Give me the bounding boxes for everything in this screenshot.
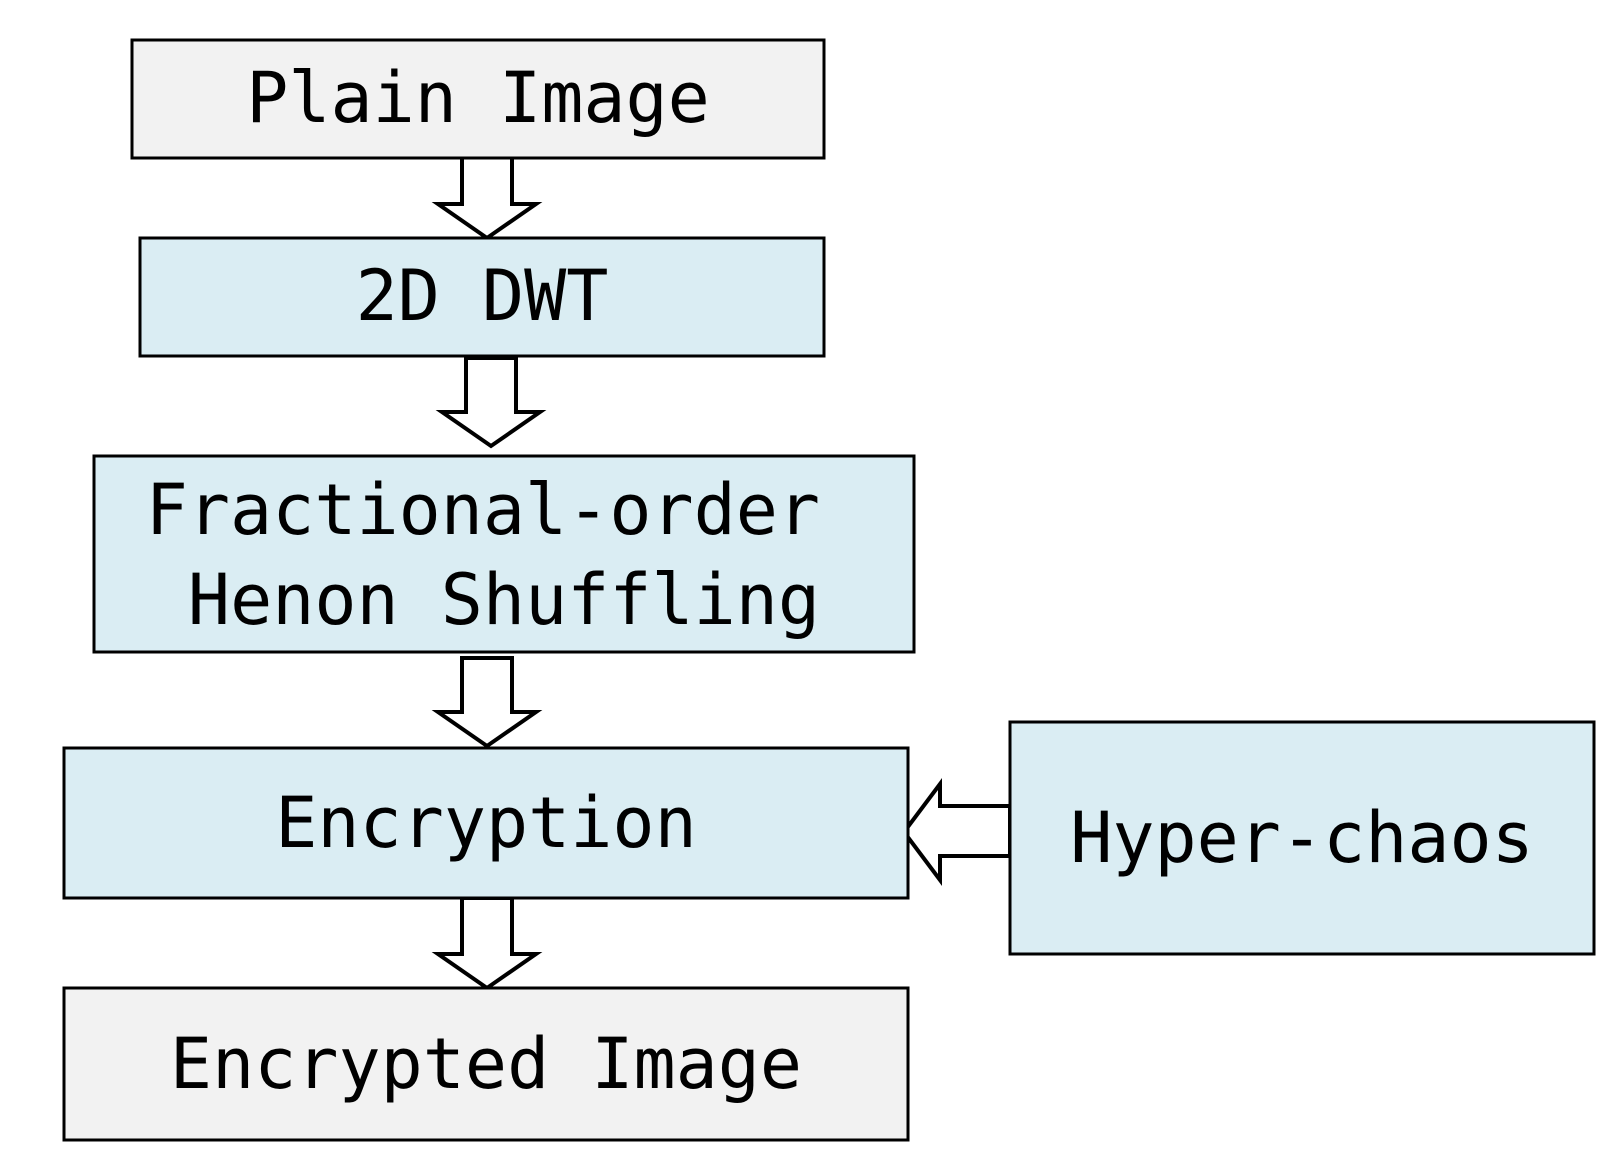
dwt-label: 2D DWT — [356, 255, 609, 337]
shuffling-rect — [92, 454, 916, 654]
plain-image-label: Plain Image — [246, 57, 710, 139]
hyper-chaos-box: Hyper-chaos — [1008, 720, 1596, 956]
encryption-box: Encryption — [62, 746, 910, 900]
hyper-chaos-label: Hyper-chaos — [1070, 797, 1534, 879]
arrow-encryption-to-encrypted — [431, 896, 543, 991]
dwt-label-line: 2D DWT — [356, 255, 609, 337]
plain-image-box: Plain Image — [130, 38, 826, 160]
plain-image-rect — [130, 38, 826, 160]
arrow-plain-to-dwt — [431, 149, 543, 241]
hyper-chaos-label-line: Hyper-chaos — [1070, 797, 1534, 879]
shuffling-box: Fractional-order Henon Shuffling — [92, 454, 916, 654]
arrow-dwt-to-shuffling — [435, 356, 547, 449]
encrypted-image-box: Encrypted Image — [62, 986, 910, 1142]
plain-image-label-line: Plain Image — [246, 57, 710, 139]
shuffling-label-line-2: Henon Shuffling — [188, 559, 820, 641]
arrow-shuffling-to-encryption — [431, 656, 543, 749]
encryption-rect — [62, 746, 910, 900]
shuffling-label-line-1: Fractional-order — [146, 469, 820, 551]
arrow-hyperchaos-to-encryption — [901, 778, 1012, 886]
hyper-chaos-rect — [1008, 720, 1596, 956]
dwt-box: 2D DWT — [138, 236, 826, 358]
encrypted-image-label: Encrypted Image — [170, 1023, 802, 1105]
dwt-rect — [138, 236, 826, 358]
encryption-label-line: Encryption — [275, 782, 696, 864]
shuffling-label: Fractional-order Henon Shuffling — [146, 469, 862, 641]
encrypted-image-label-line: Encrypted Image — [170, 1023, 802, 1105]
encryption-label: Encryption — [275, 782, 696, 864]
encrypted-image-rect — [62, 986, 910, 1142]
